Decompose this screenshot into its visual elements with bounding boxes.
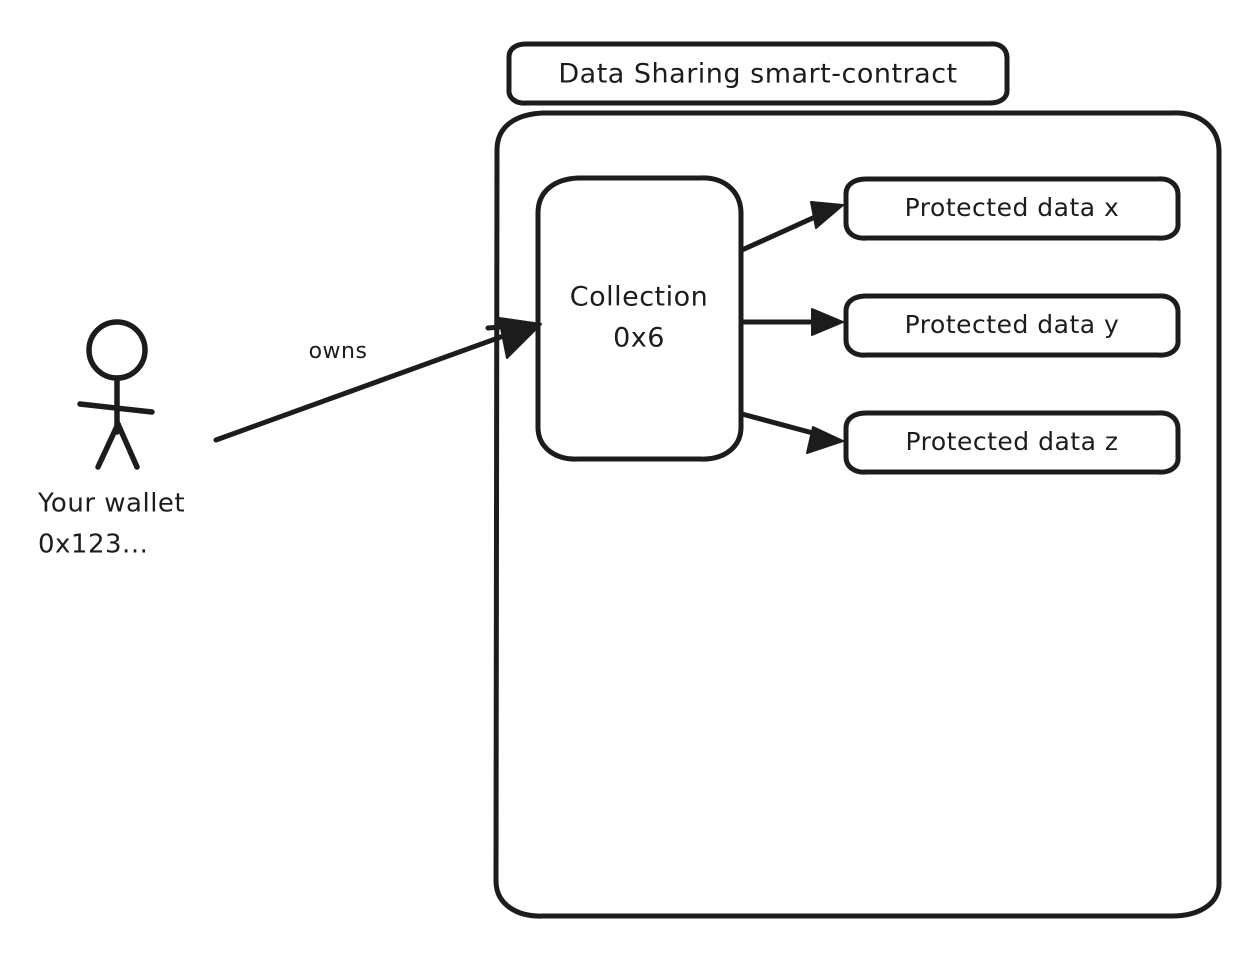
smart-contract-title: Data Sharing smart-contract xyxy=(558,59,957,90)
stick-figure-icon xyxy=(77,319,155,470)
edge-wallet-owns-collection: owns xyxy=(213,317,542,443)
collection-label-line2: 0x6 xyxy=(613,323,665,354)
protected-data-x-label: Protected data x xyxy=(905,193,1120,222)
protected-data-y-label: Protected data y xyxy=(905,310,1120,339)
edge-collection-to-data-x xyxy=(739,201,844,253)
edge-collection-to-data-z xyxy=(739,411,844,454)
collection-label-line1: Collection xyxy=(570,282,709,313)
protected-data-x-node[interactable]: Protected data x xyxy=(843,176,1181,241)
edge-label-owns: owns xyxy=(309,339,368,364)
your-wallet-label-line2: 0x123... xyxy=(38,530,148,560)
smart-contract-container[interactable] xyxy=(493,110,1222,919)
protected-data-y-node[interactable]: Protected data y xyxy=(843,293,1181,358)
protected-data-z-label: Protected data z xyxy=(906,427,1119,456)
edge-collection-to-data-y xyxy=(739,308,844,336)
protected-data-z-node[interactable]: Protected data z xyxy=(843,410,1181,475)
your-wallet-label-line1: Your wallet xyxy=(37,489,185,519)
smart-contract-title-box[interactable]: Data Sharing smart-contract xyxy=(506,41,1010,106)
your-wallet-actor[interactable]: Your wallet 0x123... xyxy=(37,319,185,560)
collection-node[interactable]: Collection 0x6 xyxy=(535,175,744,462)
